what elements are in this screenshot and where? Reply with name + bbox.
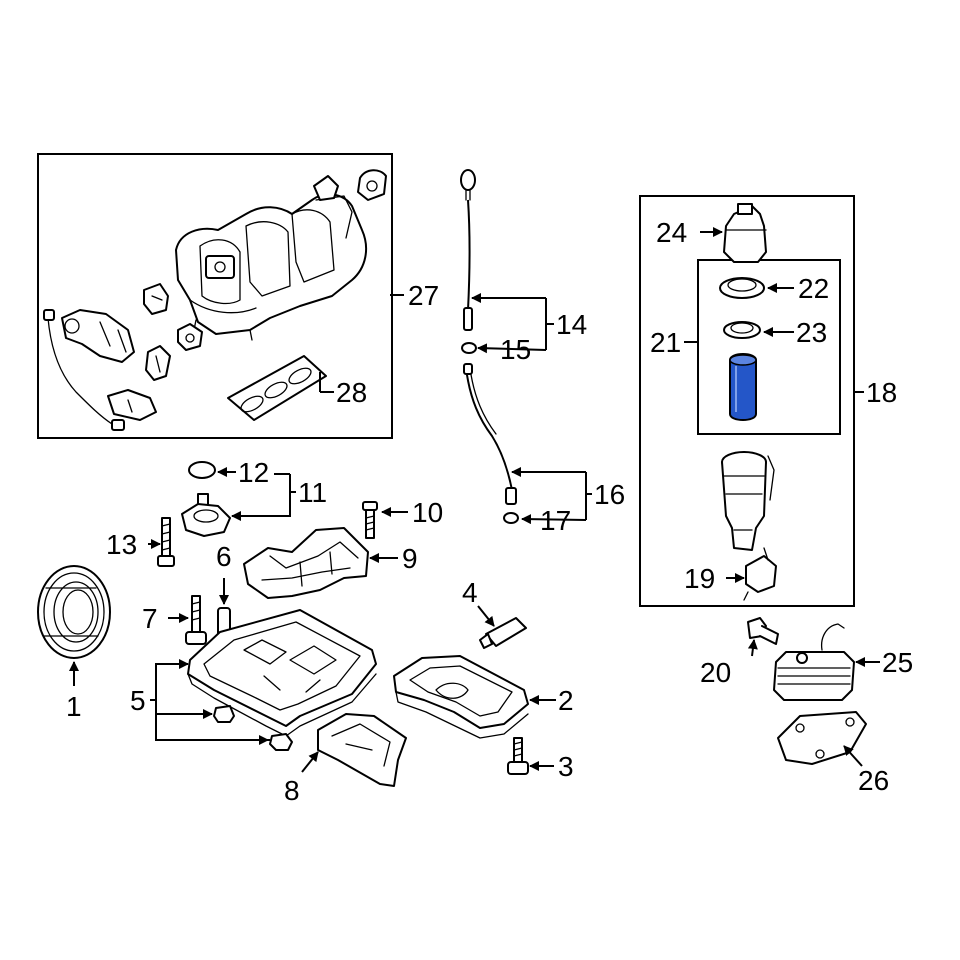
tube-o-ring[interactable] xyxy=(503,512,519,524)
label-24: 24 xyxy=(656,217,687,248)
bolt-13[interactable] xyxy=(157,517,175,567)
o-ring[interactable] xyxy=(723,321,761,339)
filter-element[interactable] xyxy=(729,353,757,421)
intake-manifold-group xyxy=(37,153,400,439)
lower-oil-pan[interactable] xyxy=(393,655,529,739)
label-26: 26 xyxy=(858,765,889,796)
intake-manifold[interactable] xyxy=(175,169,387,341)
label-17: 17 xyxy=(540,505,571,536)
plug-5a[interactable] xyxy=(213,705,235,723)
dipstick[interactable] xyxy=(460,169,476,331)
label-20: 20 xyxy=(700,657,731,688)
crankshaft-pulley[interactable] xyxy=(37,565,111,659)
label-15: 15 xyxy=(500,334,531,365)
pressure-sensor[interactable] xyxy=(145,345,171,381)
label-19: 19 xyxy=(684,563,715,594)
manifold-gasket[interactable] xyxy=(227,355,327,421)
filter-housing-box xyxy=(639,195,855,607)
label-28: 28 xyxy=(336,377,367,408)
throttle-actuator[interactable] xyxy=(43,309,135,431)
solenoid-valve[interactable] xyxy=(107,389,157,421)
filter-cap[interactable] xyxy=(723,203,767,263)
map-sensor[interactable] xyxy=(143,283,169,315)
label-21: 21 xyxy=(650,327,681,358)
label-14: 14 xyxy=(556,309,587,340)
pressure-switch[interactable] xyxy=(743,547,777,601)
dipstick-tube[interactable] xyxy=(463,363,517,505)
upper-oil-pan[interactable] xyxy=(187,609,377,737)
label-10: 10 xyxy=(412,497,443,528)
filter-housing[interactable] xyxy=(721,451,775,551)
bolt-10[interactable] xyxy=(362,501,378,539)
label-7: 7 xyxy=(142,603,158,634)
label-22: 22 xyxy=(798,273,829,304)
label-23: 23 xyxy=(796,317,827,348)
dipstick-o-ring[interactable] xyxy=(461,342,477,354)
label-12: 12 xyxy=(238,457,269,488)
oil-deflector[interactable] xyxy=(317,713,407,787)
sealant-tube[interactable] xyxy=(479,617,527,649)
label-2: 2 xyxy=(558,685,574,716)
union-bolt[interactable] xyxy=(747,617,779,645)
label-4: 4 xyxy=(462,577,478,608)
label-13: 13 xyxy=(106,529,137,560)
label-3: 3 xyxy=(558,751,574,782)
label-25: 25 xyxy=(882,647,913,678)
temp-sensor[interactable] xyxy=(177,323,203,351)
bolt-7[interactable] xyxy=(185,595,207,645)
label-11: 11 xyxy=(298,477,327,508)
drain-bolt[interactable] xyxy=(507,737,529,775)
label-16: 16 xyxy=(594,479,625,510)
filter-kit-box xyxy=(697,259,841,435)
oil-pump-pickup[interactable] xyxy=(181,493,231,537)
label-5: 5 xyxy=(130,685,146,716)
label-8: 8 xyxy=(284,775,300,806)
plug-5b[interactable] xyxy=(269,733,293,751)
cap-seal-ring[interactable] xyxy=(719,277,765,299)
label-6: 6 xyxy=(216,541,232,572)
oil-cooler[interactable] xyxy=(773,623,855,701)
baffle-plate[interactable] xyxy=(243,527,369,599)
seal-12[interactable] xyxy=(188,461,216,479)
label-1: 1 xyxy=(66,691,82,722)
label-9: 9 xyxy=(402,543,418,574)
label-18: 18 xyxy=(866,377,897,408)
label-27: 27 xyxy=(408,280,439,311)
